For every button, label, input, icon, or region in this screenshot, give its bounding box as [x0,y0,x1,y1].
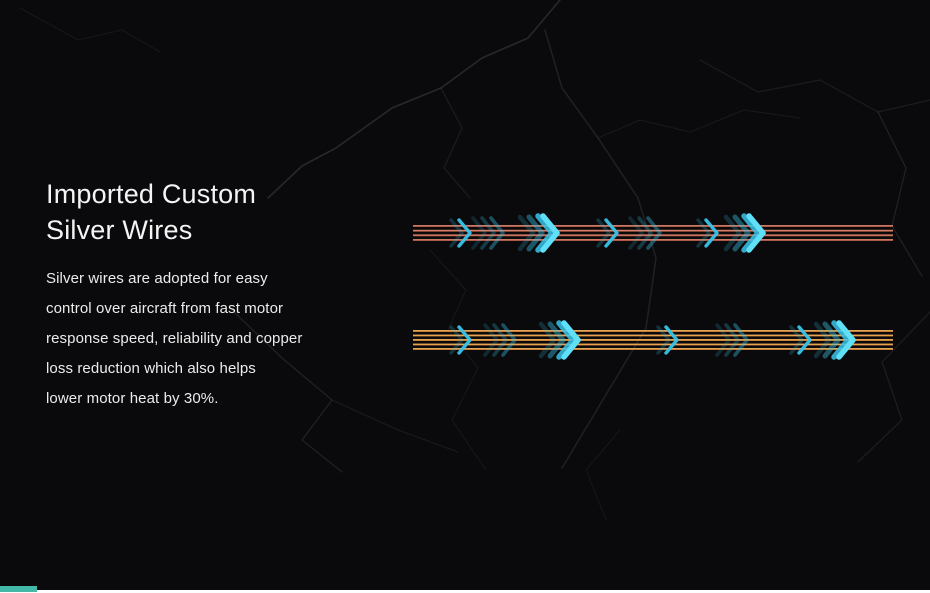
chevron-ghost-icon [449,325,464,355]
chevron-ghost-icon [538,321,557,359]
feature-title-line1: Imported Custom [46,179,257,209]
chevron-ghost-icon [732,214,751,252]
chevron-arrow-icon [540,213,560,253]
chevron-arrow-icon [746,213,766,253]
wire-diagram-bottom [413,320,893,360]
chevron-arrow-icon [704,218,719,248]
chevron-arrow-icon [535,213,555,253]
chevron-ghost-icon [822,321,841,359]
chevron-ghost-icon [483,323,499,357]
feature-description-line: loss reduction which also helps [46,360,256,377]
chevron-ghost-icon [637,216,653,250]
chevron-ghost-icon [813,321,832,359]
chevron-ghost-icon [547,321,566,359]
chevron-ghost-icon [489,216,505,250]
chevron-ghost-icon [449,218,464,248]
bottom-white-strip [0,590,930,593]
chevron-ghost-icon [789,325,804,355]
chevron-ghost-icon [723,214,742,252]
chevron-ghost-icon [501,323,517,357]
feature-description: Silver wires are adopted for easy contro… [46,264,376,414]
chevron-arrow-icon [664,325,679,355]
chevron-ghost-icon [492,323,508,357]
chevron-arrow-icon [797,325,812,355]
chevron-ghost-icon [596,218,611,248]
chevron-arrow-icon [604,218,619,248]
chevron-ghost-icon [724,323,740,357]
chevron-arrow-icon [556,320,576,360]
chevron-ghost-icon [526,214,545,252]
chevron-arrow-icon [457,218,472,248]
chevron-arrow-icon [457,325,472,355]
feature-description-line: response speed, reliability and copper [46,330,303,347]
feature-title-line2: Silver Wires [46,215,193,245]
chevron-ghost-icon [696,218,711,248]
chevron-ghost-icon [646,216,662,250]
chevron-ghost-icon [733,323,749,357]
chevron-ghost-icon [715,323,731,357]
wire-diagram-top [413,213,893,253]
chevron-ghost-icon [628,216,644,250]
chevron-arrow-icon [741,213,761,253]
feature-description-line: Silver wires are adopted for easy [46,270,268,287]
bottom-accent-bar [0,586,37,592]
chevron-arrow-icon [836,320,856,360]
chevron-ghost-icon [480,216,496,250]
chevron-arrow-icon [831,320,851,360]
chevron-ghost-icon [517,214,536,252]
chevron-arrow-icon [561,320,581,360]
chevron-ghost-icon [656,325,671,355]
chevron-ghost-icon [471,216,487,250]
feature-description-line: lower motor heat by 30%. [46,390,219,407]
feature-description-line: control over aircraft from fast motor [46,300,284,317]
